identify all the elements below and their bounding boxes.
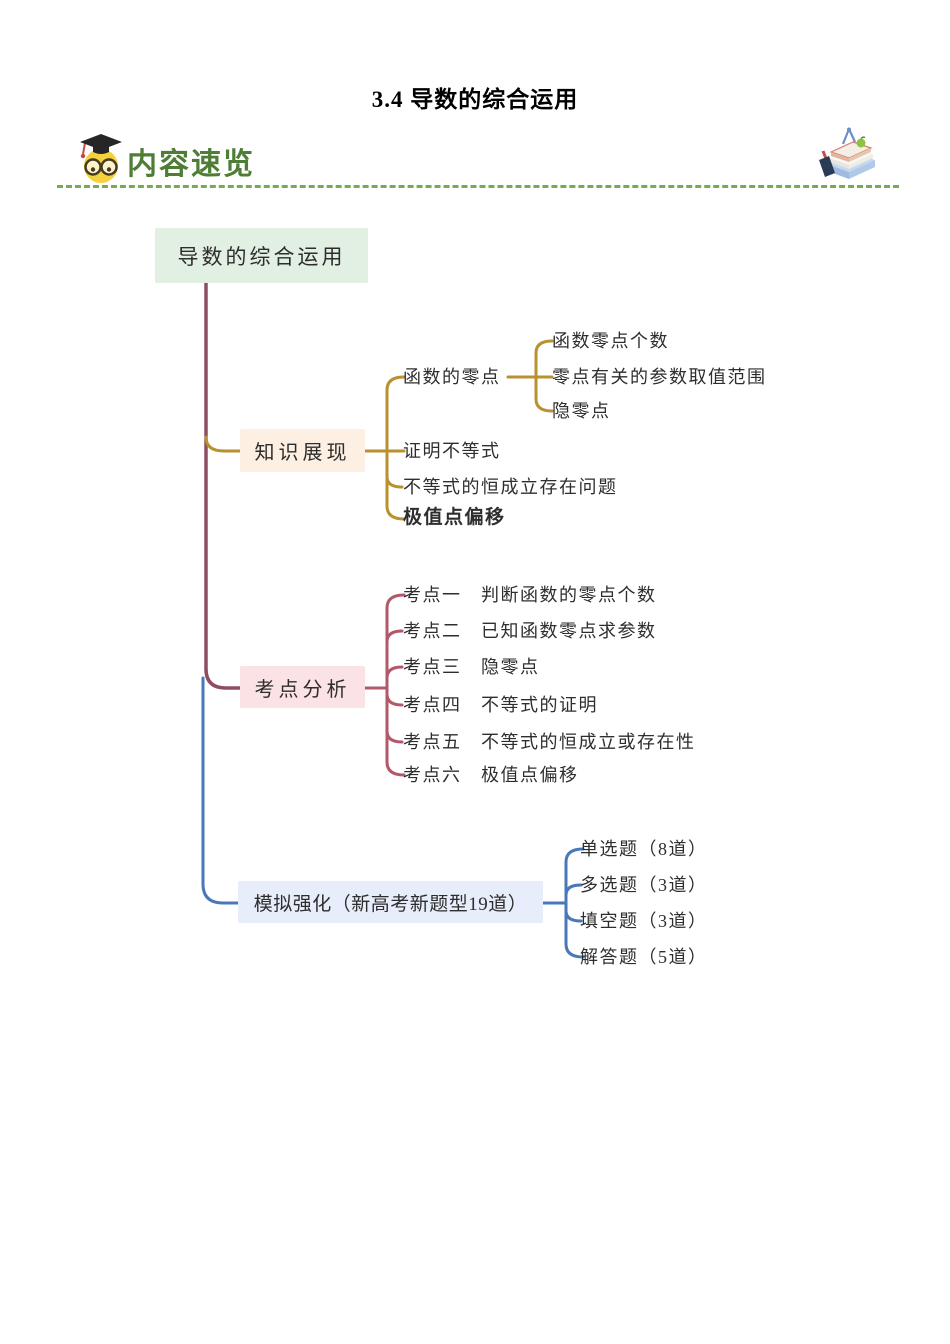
leaf-function-zeros: 函数的零点 <box>403 367 501 387</box>
branch-node-practice: 模拟强化（新高考新题型19道） <box>238 881 543 923</box>
leaf-single-choice: 单选题（8道） <box>580 839 708 859</box>
leaf-exam-point-4: 考点四 不等式的证明 <box>403 695 598 715</box>
branch-node-exam-points: 考点分析 <box>240 666 365 708</box>
leaf-zero-count: 函数零点个数 <box>552 331 669 351</box>
leaf-fill-blank: 填空题（3道） <box>580 911 708 931</box>
branch-node-knowledge: 知识展现 <box>240 429 365 472</box>
leaf-multi-choice: 多选题（3道） <box>580 875 708 895</box>
section-header-label: 内容速览 <box>127 148 255 181</box>
leaf-inequality-holds: 不等式的恒成立存在问题 <box>403 477 618 497</box>
leaf-free-response: 解答题（5道） <box>580 947 708 967</box>
leaf-hidden-zero: 隐零点 <box>552 401 611 421</box>
leaf-exam-point-1: 考点一 判断函数的零点个数 <box>403 585 657 605</box>
leaf-zero-parameter-range: 零点有关的参数取值范围 <box>552 367 767 387</box>
exam-branch-connectors <box>363 593 406 777</box>
books-stationery-icon <box>819 127 875 179</box>
leaf-exam-point-3: 考点三 隐零点 <box>403 657 540 677</box>
leaf-prove-inequality: 证明不等式 <box>403 441 501 461</box>
dashed-divider <box>57 185 899 188</box>
trunk-connector <box>204 281 242 690</box>
mindmap-root-node: 导数的综合运用 <box>155 228 368 283</box>
page-title: 3.4 导数的综合运用 <box>371 87 579 112</box>
leaf-exam-point-6: 考点六 极值点偏移 <box>403 765 579 785</box>
owl-graduate-icon <box>80 134 122 183</box>
leaf-exam-point-5: 考点五 不等式的恒成立或存在性 <box>403 732 696 752</box>
leaf-exam-point-2: 考点二 已知函数零点求参数 <box>403 621 657 641</box>
leaf-extreme-point-shift: 极值点偏移 <box>403 507 506 528</box>
